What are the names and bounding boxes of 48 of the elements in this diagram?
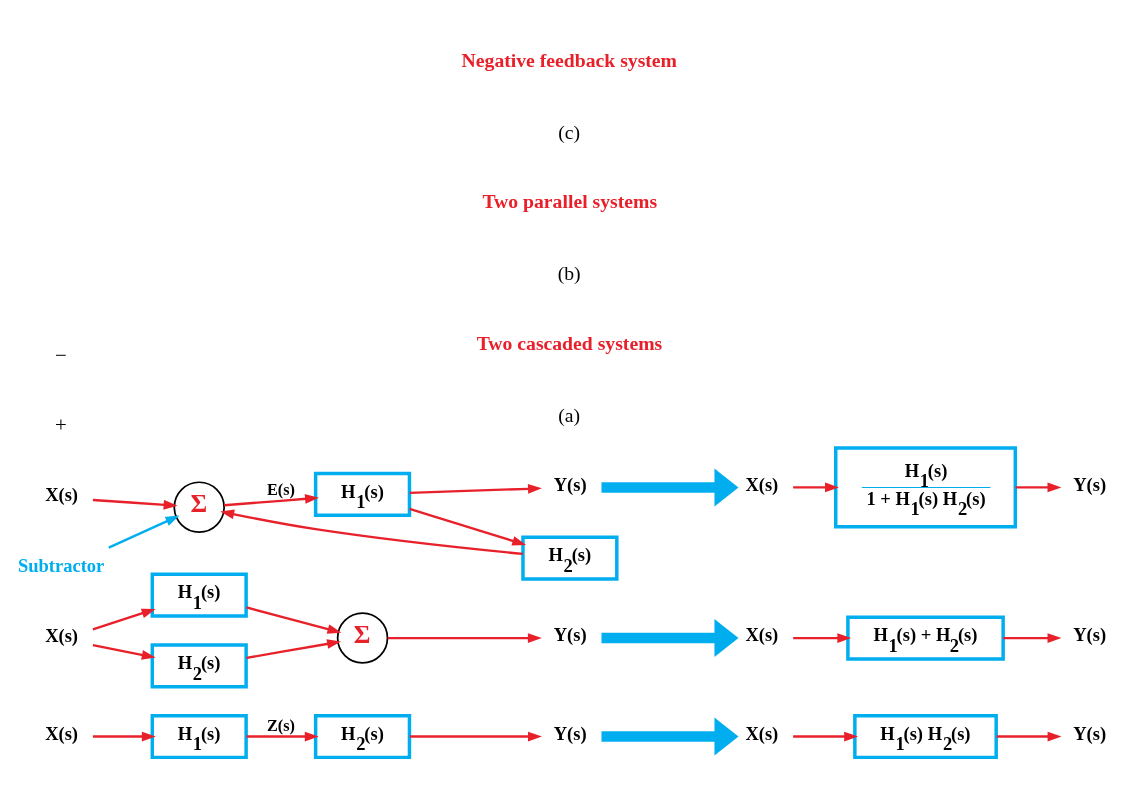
arrow: [409, 483, 542, 494]
arrow: [996, 731, 1062, 741]
node-circle: Σ: [336, 611, 389, 664]
arrow: [92, 608, 156, 630]
edge-label: Z(s): [266, 716, 295, 735]
arrow: [92, 643, 156, 660]
node-text: Y(s): [1073, 623, 1107, 645]
label: (c): [558, 120, 581, 143]
node-text: Y(s): [553, 623, 587, 645]
label: Negative feedback system: [461, 48, 678, 71]
node-text: X(s): [745, 623, 779, 645]
node-text: Y(s): [553, 473, 587, 495]
arrow: [92, 731, 156, 741]
arrow: [409, 731, 542, 741]
node-text: Y(s): [1073, 473, 1107, 495]
label: Two cascaded systems: [476, 331, 663, 354]
arrow: [1015, 482, 1062, 492]
label: −: [54, 342, 67, 367]
arrow: [409, 507, 527, 546]
node-text: X(s): [745, 473, 779, 495]
arrow: [246, 638, 342, 659]
label: +: [54, 412, 67, 437]
label: (a): [558, 403, 581, 426]
arrow: [793, 482, 839, 492]
arrow: [793, 632, 852, 643]
arrow: [108, 515, 180, 549]
label: (b): [557, 261, 581, 284]
arrow: [92, 498, 178, 510]
arrow: [387, 632, 542, 643]
arrow: [601, 468, 739, 506]
node-circle: Σ: [173, 480, 225, 533]
arrow: [601, 618, 739, 657]
arrow: [246, 605, 342, 634]
node-text: X(s): [45, 722, 79, 744]
arrow: [1003, 632, 1062, 643]
label: Two parallel systems: [482, 189, 658, 212]
node-text: Y(s): [553, 722, 587, 744]
arrow: [224, 493, 319, 506]
node-text: X(s): [45, 483, 79, 505]
edge-label: E(s): [266, 480, 295, 499]
arrow: [220, 508, 523, 555]
arrow: [793, 731, 859, 741]
node-text: X(s): [45, 624, 79, 646]
node-text: Subtractor: [17, 554, 105, 576]
arrow: [601, 717, 739, 755]
node-text: X(s): [745, 722, 779, 744]
node-text: Y(s): [1073, 722, 1107, 744]
arrow: [246, 731, 319, 741]
